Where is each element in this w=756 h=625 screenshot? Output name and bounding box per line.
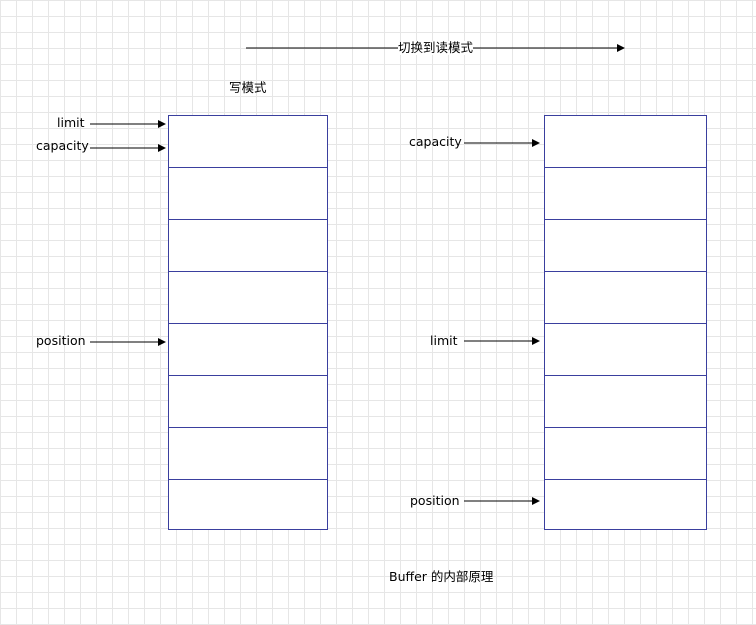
buffer-cell [169, 376, 327, 428]
buffer-cell [169, 272, 327, 324]
buffer-cell [545, 428, 706, 480]
diagram-caption: Buffer 的内部原理 [389, 569, 494, 584]
buffer-cell [169, 480, 327, 531]
write-mode-title: 写模式 [229, 80, 267, 95]
write-position-label: position [36, 333, 86, 348]
buffer-cell [545, 272, 706, 324]
buffer-cell [169, 324, 327, 376]
switch-mode-label: 切换到读模式 [398, 40, 474, 55]
write-capacity-label: capacity [36, 138, 89, 153]
buffer-cell [545, 324, 706, 376]
buffer-cell [545, 168, 706, 220]
buffer-cell [169, 168, 327, 220]
buffer-cell [545, 480, 706, 531]
read-buffer [544, 115, 707, 530]
buffer-cell [545, 376, 706, 428]
buffer-cell [545, 116, 706, 168]
buffer-cell [169, 116, 327, 168]
write-limit-label: limit [57, 115, 85, 130]
read-position-label: position [410, 493, 460, 508]
read-capacity-label: capacity [409, 134, 462, 149]
write-buffer [168, 115, 328, 530]
buffer-cell [545, 220, 706, 272]
buffer-cell [169, 220, 327, 272]
read-limit-label: limit [430, 333, 458, 348]
buffer-cell [169, 428, 327, 480]
